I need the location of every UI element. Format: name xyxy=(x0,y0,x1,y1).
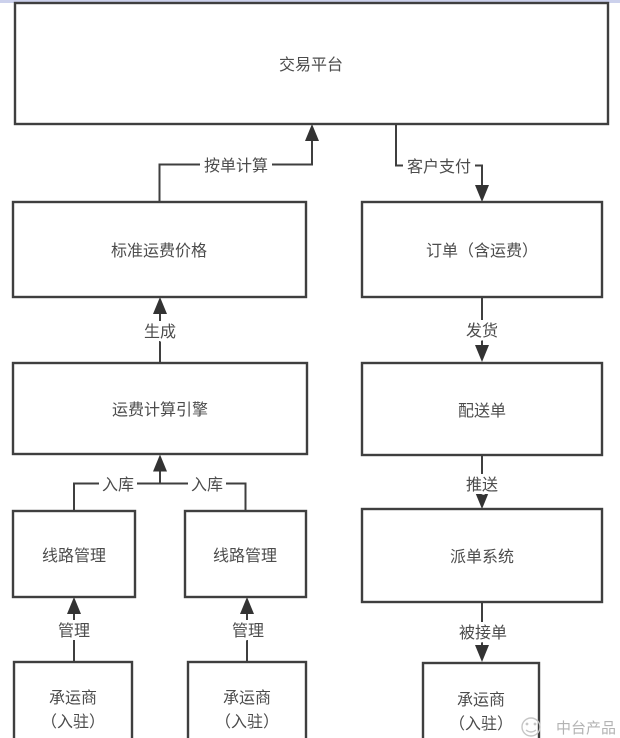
node-delivery-note-box xyxy=(360,361,604,457)
edge-label-order-accepted: 被接单 xyxy=(459,624,507,642)
edge-label-bg xyxy=(456,622,511,642)
arrowhead-down-icon xyxy=(475,345,489,362)
edge-label-bg xyxy=(403,156,475,176)
watermark-logo-icon xyxy=(521,717,541,737)
edge-label-bg xyxy=(229,620,267,640)
node-dispatch-system-box xyxy=(360,507,604,604)
arrowhead-down-icon xyxy=(475,492,489,509)
edge-label-generate: 生成 xyxy=(144,323,176,341)
node-dispatch-system-label: 派单系统 xyxy=(450,548,514,566)
node-delivery-note-label: 配送单 xyxy=(458,402,506,420)
arrowhead-up-icon xyxy=(305,124,319,141)
node-carrier-left-label-line2: （入驻） xyxy=(41,713,105,731)
edge-label-push: 推送 xyxy=(466,476,498,494)
edge-label-bg xyxy=(463,320,501,340)
node-route-mgmt-left-box xyxy=(11,509,137,599)
edge-label-bg xyxy=(188,474,226,494)
node-carrier-middle-box xyxy=(186,660,308,738)
node-carrier-right-label-line2: （入驻） xyxy=(449,715,513,733)
node-carrier-middle-label-line1: 承运商 xyxy=(223,689,271,707)
edge-label-bg xyxy=(200,155,272,175)
edge-label-ship: 发货 xyxy=(466,322,498,340)
arrowhead-down-icon xyxy=(475,185,489,202)
node-standard-price-label: 标准运费价格 xyxy=(111,242,207,260)
node-carrier-middle-label-line2: （入驻） xyxy=(215,713,279,731)
node-freight-engine-label: 运费计算引擎 xyxy=(112,400,208,419)
arrowhead-up-icon xyxy=(153,454,167,472)
node-route-mgmt-right-label: 线路管理 xyxy=(213,547,277,565)
edge-label-bg xyxy=(99,474,137,494)
arrowhead-up-icon xyxy=(67,597,81,614)
edge-label-bg xyxy=(55,620,93,640)
node-freight-engine-box xyxy=(11,361,309,456)
arrowhead-up-icon xyxy=(153,297,167,314)
node-order-box xyxy=(360,200,604,299)
edge-label-per-order-calc: 按单计算 xyxy=(204,156,268,175)
top-strip-divider xyxy=(0,0,620,3)
edge-label-manage-left: 管理 xyxy=(58,622,90,640)
edge-label-bg xyxy=(463,474,501,494)
node-route-mgmt-right-box xyxy=(183,509,308,599)
edge-label-inbound-left: 入库 xyxy=(102,476,134,494)
node-route-mgmt-left-label: 线路管理 xyxy=(42,547,106,565)
node-carrier-left-box xyxy=(12,660,134,738)
node-order-label: 订单（含运费） xyxy=(426,242,538,260)
watermark-text: 中台产品 xyxy=(556,720,616,737)
node-carrier-left-label-line1: 承运商 xyxy=(49,689,97,707)
node-trade-platform-label: 交易平台 xyxy=(279,56,343,74)
edge-label-manage-right: 管理 xyxy=(232,622,264,640)
node-carrier-right-box xyxy=(421,661,541,738)
edge-label-bg xyxy=(141,321,179,341)
node-carrier-right-label-line1: 承运商 xyxy=(457,691,505,709)
arrowhead-up-icon xyxy=(240,597,254,614)
node-trade-platform-box xyxy=(13,1,610,126)
arrowhead-down-icon xyxy=(475,645,489,662)
edge-label-inbound-right: 入库 xyxy=(191,476,223,494)
node-standard-price-box xyxy=(11,200,308,299)
edge-label-customer-pay: 客户支付 xyxy=(407,158,471,176)
